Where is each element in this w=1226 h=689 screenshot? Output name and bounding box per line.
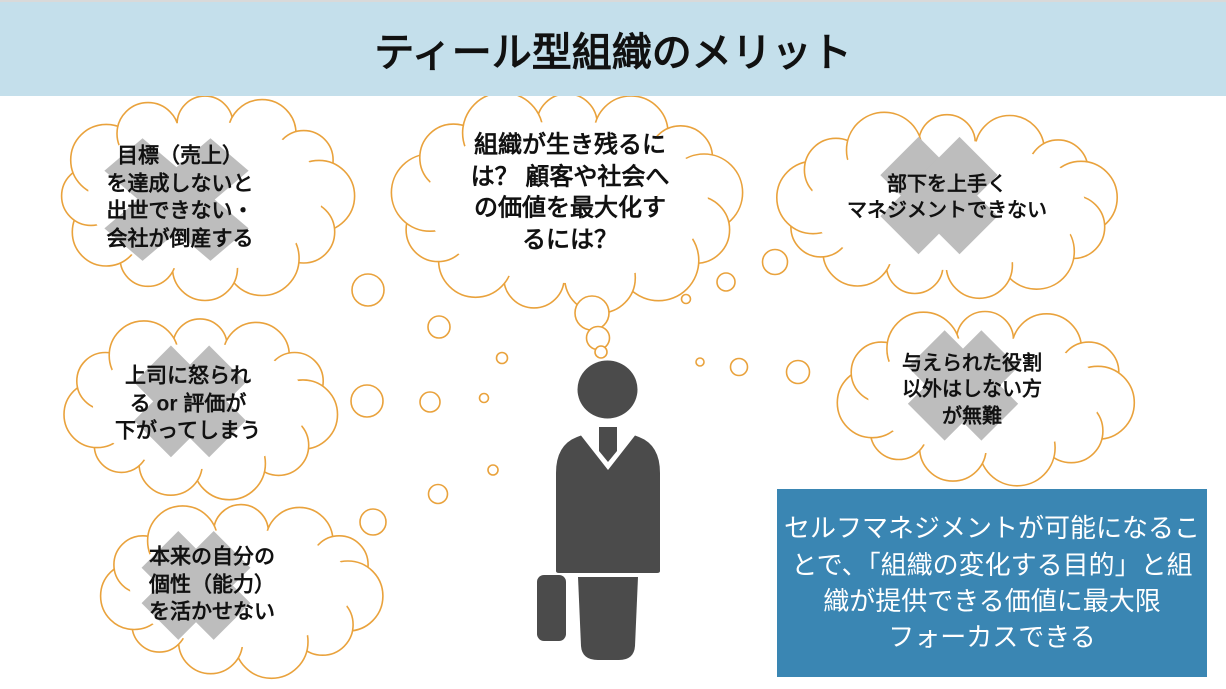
trail-circle	[351, 273, 385, 307]
trail-circle	[680, 293, 692, 305]
bubble-text: 上司に怒られ る or 評価が 下がってしまう	[115, 364, 261, 443]
trail-circle	[478, 392, 490, 404]
title-banner: ティール型組織のメリット	[0, 2, 1226, 96]
trail-circle	[359, 508, 387, 536]
bubble-text: 本来の自分の 個性（能力） を活かせない	[149, 545, 275, 624]
bubble-text: 目標（売上） を達成しないと 出世できない・ 会社が倒産する	[106, 144, 254, 251]
thought-bubble-survival-question: 組織が生き残るに は？ 顧客や社会へ の価値を最大化す るには？	[471, 130, 670, 257]
thought-bubble-boss-anger: 上司に怒られ る or 評価が 下がってしまう	[115, 362, 261, 445]
businessman-icon	[537, 360, 660, 660]
trail-circle	[785, 359, 811, 385]
clouds-layer	[60, 91, 1136, 680]
bubble-text: 部下を上手く マネジメントできない	[847, 173, 1047, 222]
trail-circle	[716, 272, 736, 292]
trail-circle	[594, 345, 608, 359]
bubble-text: 与えられた役割 以外はしない方 が無難	[902, 352, 1042, 428]
trail-circle	[495, 351, 509, 365]
conclusion-text: セルフマネジメントが可能になるこ とで、「組織の変化する目的」と組 織が提供でき…	[783, 513, 1200, 653]
trail-circle	[574, 295, 610, 331]
trail-circle	[695, 357, 705, 367]
thought-bubble-management-worry: 部下を上手く マネジメントできない	[847, 172, 1047, 225]
thought-trail-circles	[350, 248, 811, 536]
trail-circle	[487, 464, 499, 476]
trail-circle	[761, 248, 789, 276]
window-top-edge	[0, 0, 1226, 2]
thought-bubble-individuality: 本来の自分の 個性（能力） を活かせない	[149, 543, 275, 626]
conclusion-box: セルフマネジメントが可能になるこ とで、「組織の変化する目的」と組 織が提供でき…	[777, 489, 1207, 677]
bubble-text: 組織が生き残るに は？ 顧客や社会へ の価値を最大化す るには？	[470, 131, 670, 254]
trail-circle	[419, 391, 441, 413]
thought-bubble-role-limit: 与えられた役割 以外はしない方 が無難	[902, 350, 1042, 429]
trail-circle	[427, 315, 451, 339]
thought-cloud	[390, 91, 744, 314]
thought-cloud	[836, 310, 1136, 487]
slide-title: ティール型組織のメリット	[374, 31, 852, 75]
trail-circle	[350, 384, 384, 418]
trail-circle	[729, 357, 749, 377]
trail-circle	[427, 483, 449, 505]
thought-bubble-goal-pressure: 目標（売上） を達成しないと 出世できない・ 会社が倒産する	[107, 143, 254, 254]
